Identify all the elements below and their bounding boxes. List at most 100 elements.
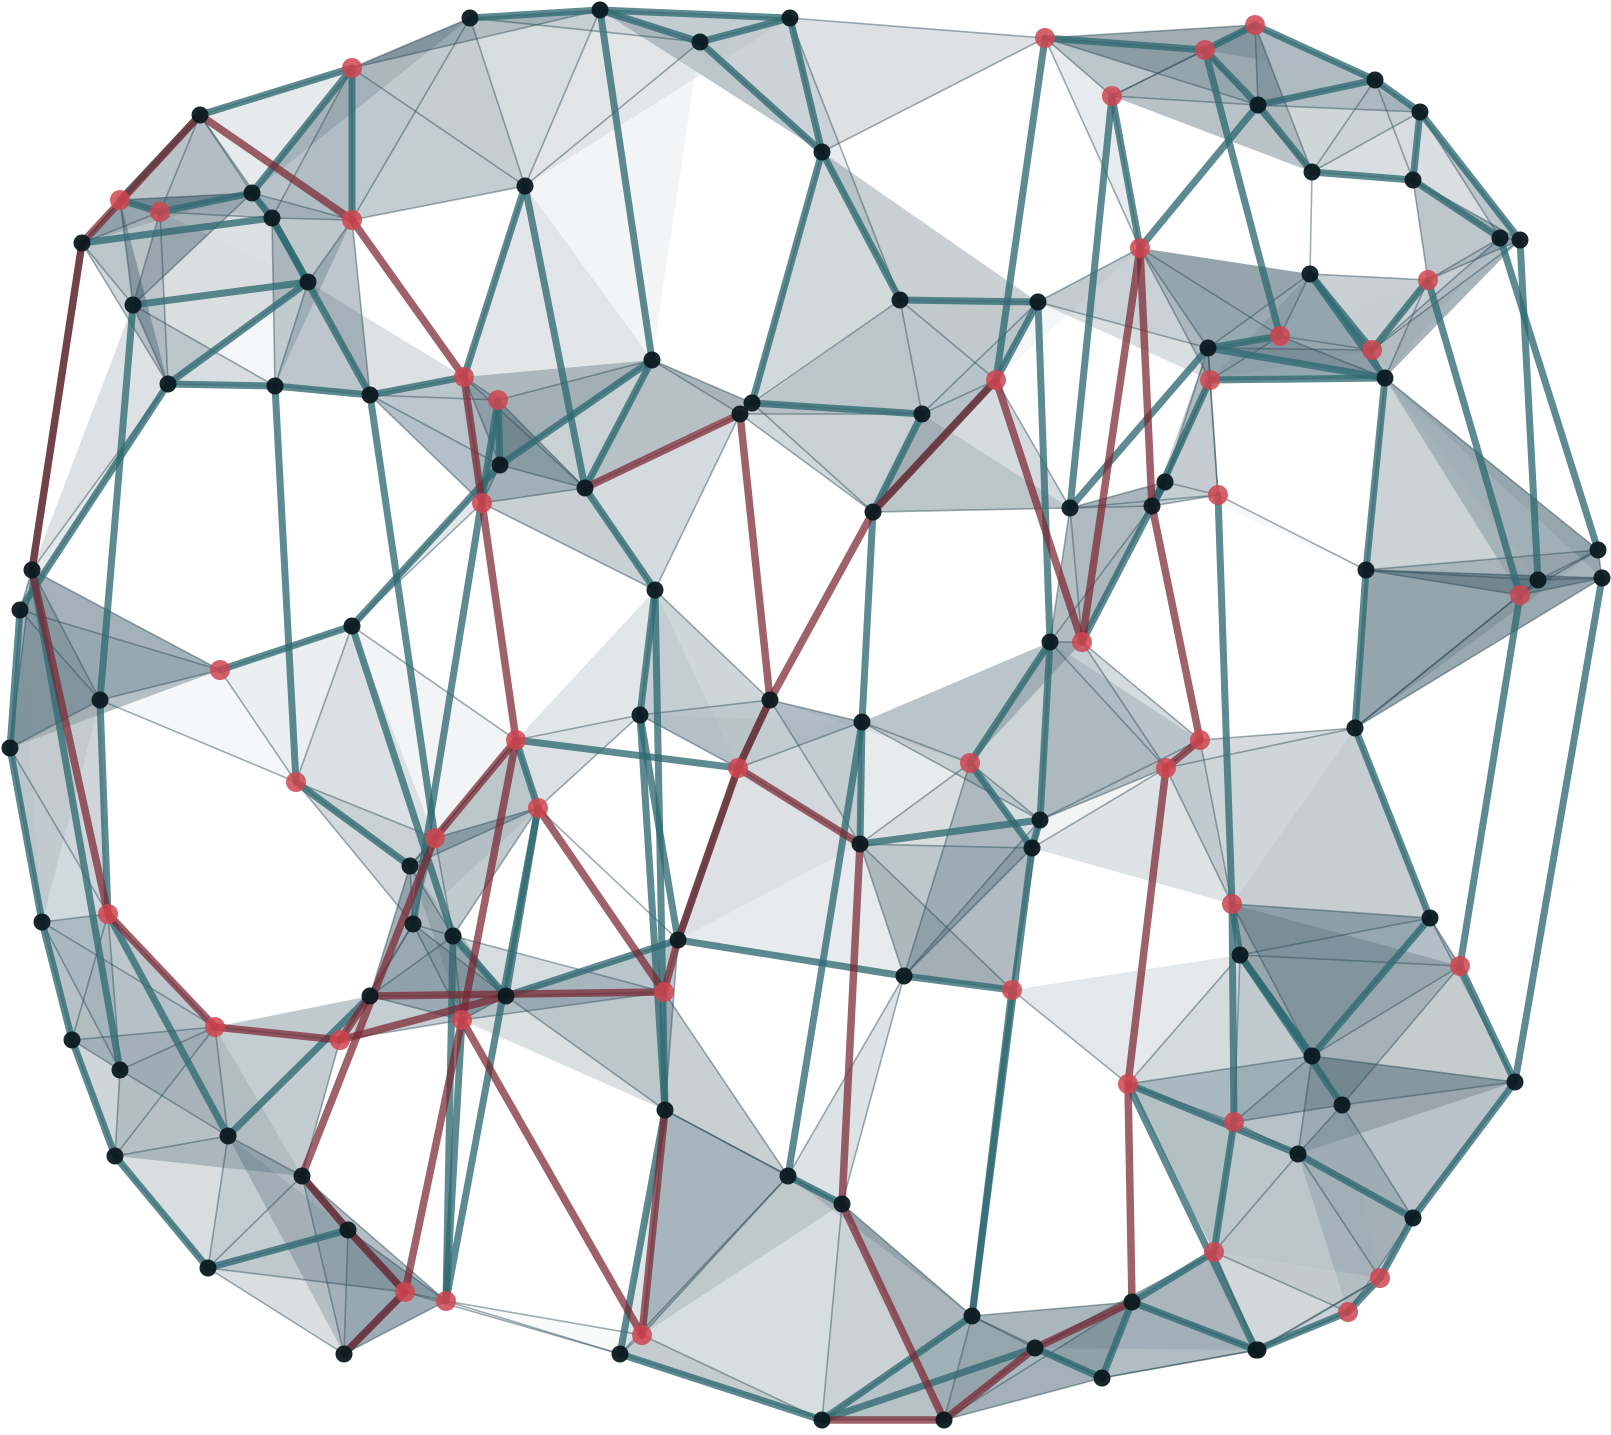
mesh-face xyxy=(1355,550,1598,728)
mesh-edge xyxy=(1124,1080,1302,1158)
mesh-edge xyxy=(1201,46,1284,340)
mesh-edge xyxy=(748,148,826,407)
mesh-face xyxy=(160,193,272,218)
mesh-thin-edge xyxy=(114,1069,121,1157)
mesh-face xyxy=(1214,1122,1298,1252)
mesh-face xyxy=(1132,1252,1256,1350)
path-edge xyxy=(734,696,774,772)
node-red xyxy=(1338,1302,1358,1322)
mesh-face xyxy=(770,700,970,763)
mesh-thin-edge xyxy=(1081,641,1201,741)
node-black xyxy=(111,1061,129,1079)
mesh-face xyxy=(1214,1252,1380,1350)
mesh-edge xyxy=(1108,92,1144,252)
mesh-face xyxy=(790,18,900,300)
mesh-face xyxy=(1298,1056,1413,1218)
mesh-thin-edge xyxy=(207,1175,303,1269)
mesh-face xyxy=(620,1176,788,1354)
mesh-face xyxy=(120,1027,228,1136)
mesh-face xyxy=(752,300,922,414)
mesh-face xyxy=(842,1204,972,1420)
mesh-face xyxy=(860,722,970,844)
mesh-thin-edge xyxy=(1354,579,1539,729)
mesh-face xyxy=(1166,740,1232,904)
mesh-face xyxy=(82,243,168,384)
mesh-face xyxy=(10,610,42,922)
mesh-thin-edge xyxy=(1311,79,1376,173)
mesh-thin-edge xyxy=(434,807,539,839)
mesh-face xyxy=(1112,25,1312,172)
mesh-thin-edge xyxy=(1049,641,1167,769)
mesh-face xyxy=(770,700,970,844)
mesh-edge xyxy=(1206,374,1389,384)
mesh-face xyxy=(1070,482,1165,508)
mesh-face xyxy=(72,1027,215,1156)
mesh-edge xyxy=(1516,236,1542,584)
mesh-thin-edge xyxy=(899,299,923,415)
mesh-thin-edge xyxy=(207,1267,406,1293)
mesh-face xyxy=(1038,248,1210,380)
path-edge xyxy=(460,373,486,507)
mesh-thin-edge xyxy=(481,502,656,591)
mesh-face xyxy=(1232,904,1430,1056)
mesh-thin-edge xyxy=(921,379,997,415)
node-red xyxy=(632,1325,652,1345)
mesh-face xyxy=(160,115,252,212)
mesh-edge xyxy=(1409,1078,1519,1222)
mesh-face xyxy=(370,395,500,503)
mesh-face xyxy=(1385,238,1520,378)
mesh-thin-edge xyxy=(903,762,971,977)
mesh-edge xyxy=(1201,46,1262,109)
mesh-face xyxy=(1140,248,1310,348)
mesh-face xyxy=(900,300,996,414)
mesh-edge xyxy=(348,461,504,630)
node-red xyxy=(1072,632,1092,652)
mesh-face xyxy=(1166,728,1355,904)
mesh-face xyxy=(252,68,352,218)
path-edge xyxy=(638,1106,669,1339)
mesh-thin-edge xyxy=(1101,1349,1257,1379)
node-black xyxy=(1301,265,1319,283)
mesh-thin-edge xyxy=(1239,954,1461,967)
mesh-face xyxy=(1032,768,1232,904)
node-black xyxy=(1061,499,1079,517)
mesh-face xyxy=(1355,570,1602,728)
mesh-thin-edge xyxy=(343,1300,447,1355)
mesh-face xyxy=(620,1335,822,1420)
mesh-thin-edge xyxy=(1049,505,1153,643)
mesh-thin-edge xyxy=(664,1109,789,1177)
mesh-thin-edge xyxy=(271,217,353,221)
mesh-thin-edge xyxy=(1069,505,1153,509)
mesh-face xyxy=(42,922,215,1040)
mesh-face xyxy=(482,488,655,590)
mesh-edge xyxy=(224,992,374,1140)
mesh-edge xyxy=(449,932,510,1000)
mesh-face xyxy=(770,700,862,844)
mesh-face xyxy=(1312,1056,1515,1218)
mesh-face xyxy=(1038,248,1208,348)
mesh-face xyxy=(752,152,900,403)
mesh-face xyxy=(352,10,600,186)
mesh-edge xyxy=(442,1016,466,1305)
mesh-face xyxy=(1342,966,1515,1105)
mesh-thin-edge xyxy=(301,1175,447,1302)
mesh-face xyxy=(1045,38,1205,96)
mesh-face xyxy=(352,18,525,220)
mesh-thin-edge xyxy=(227,1135,303,1177)
node-black xyxy=(1506,1073,1524,1091)
mesh-face xyxy=(20,570,220,670)
mesh-face xyxy=(308,282,464,395)
node-red xyxy=(986,370,1006,390)
mesh-thin-edge xyxy=(859,843,1033,849)
mesh-face xyxy=(413,924,506,996)
mesh-face xyxy=(464,377,498,503)
mesh-thin-edge xyxy=(1111,49,1206,97)
mesh-face xyxy=(1280,280,1428,350)
mesh-face xyxy=(1385,378,1538,595)
mesh-edge xyxy=(1308,168,1417,184)
mesh-face xyxy=(860,844,1012,990)
node-black xyxy=(299,273,317,291)
mesh-thin-edge xyxy=(1311,111,1421,173)
mesh-thin-edge xyxy=(1257,104,1421,113)
mesh-edge xyxy=(1124,1080,1260,1354)
